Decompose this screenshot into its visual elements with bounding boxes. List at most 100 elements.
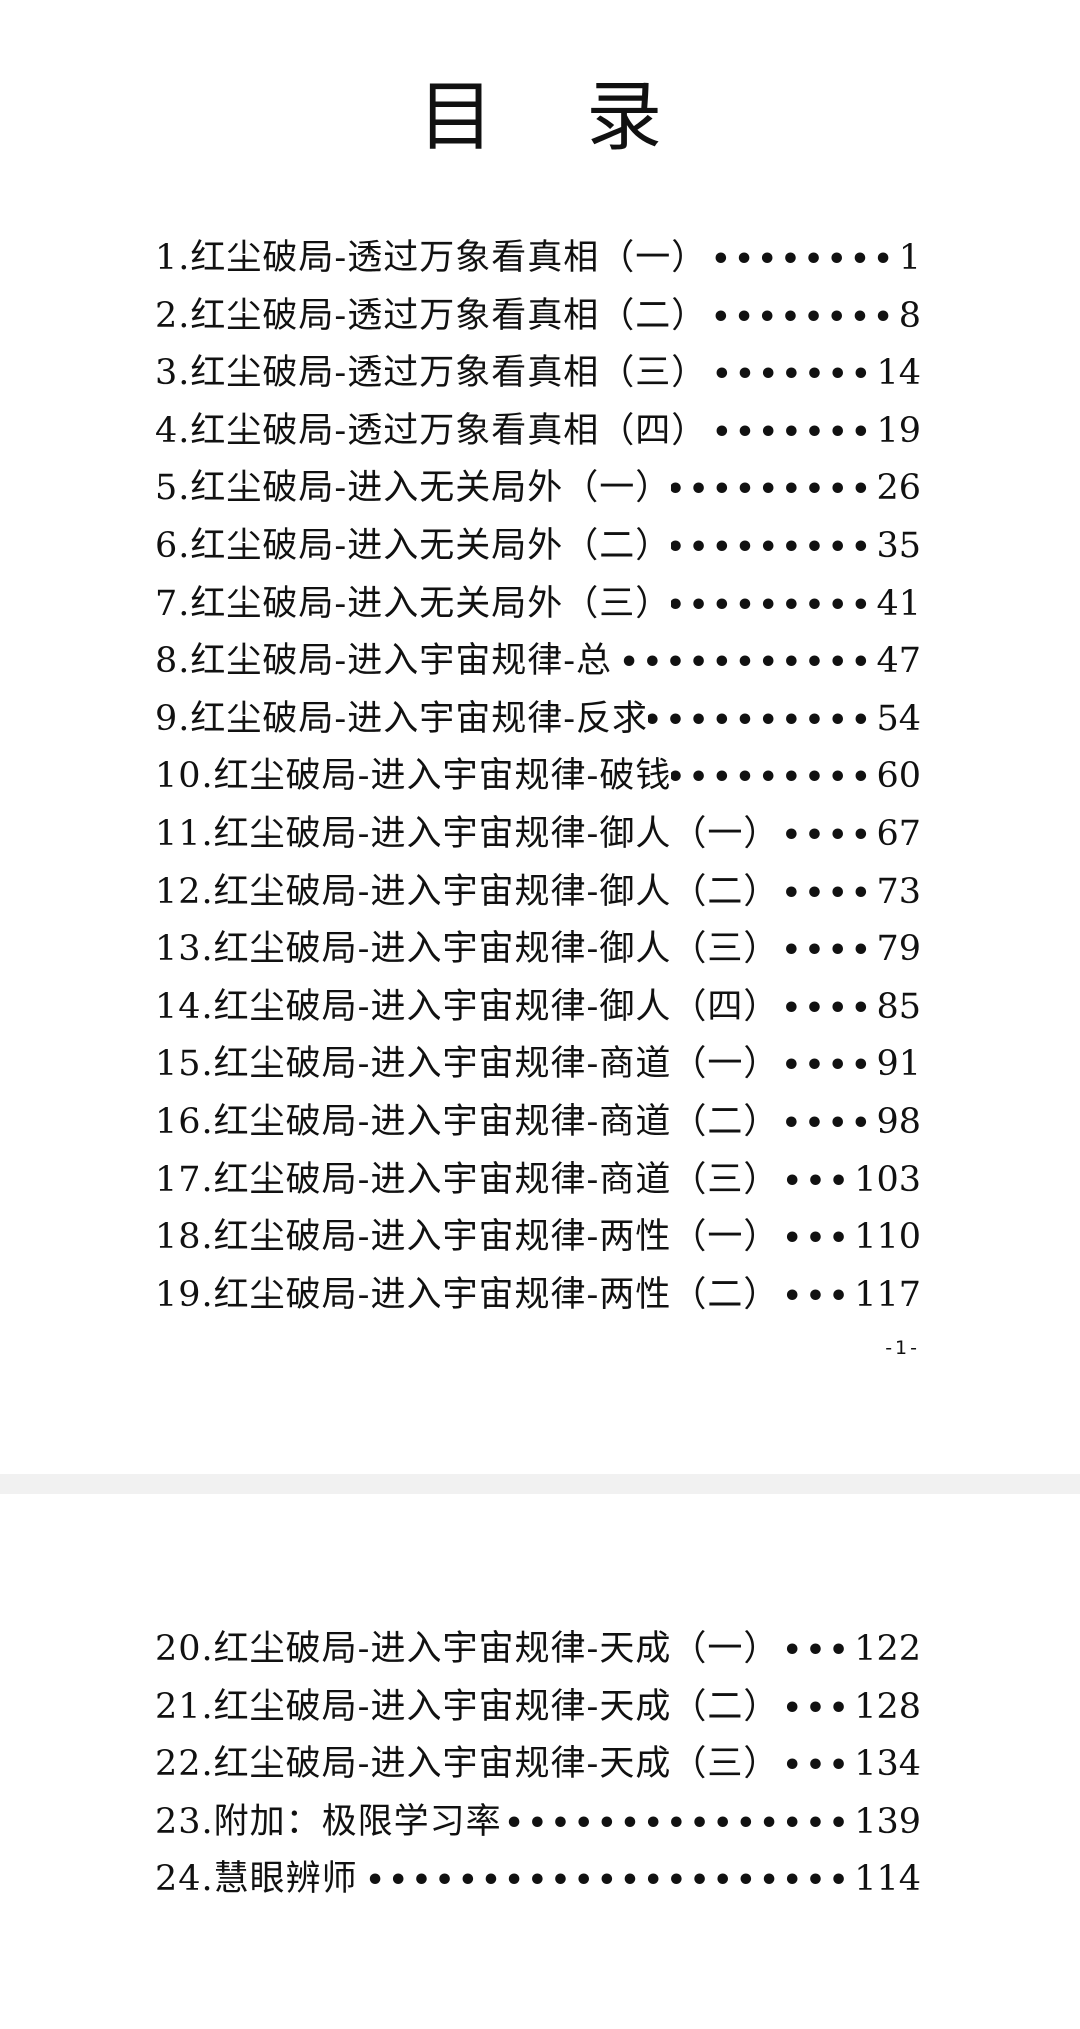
dot-leader: ••••••••••••••••••••••••••••••••••••••••… xyxy=(671,529,875,565)
dot-leader: ••••••••••••••••••••••••••••••••••••••••… xyxy=(779,1048,875,1084)
toc-entry[interactable]: 16.红尘破局-进入宇宙规律-商道（二）••••••••••••••••••••… xyxy=(155,1094,921,1152)
toc-entry[interactable]: 15.红尘破局-进入宇宙规律-商道（一）••••••••••••••••••••… xyxy=(155,1036,921,1094)
dot-leader: ••••••••••••••••••••••••••••••••••••••••… xyxy=(671,760,875,796)
toc-entry[interactable]: 19.红尘破局-进入宇宙规律-两性（二）••••••••••••••••••••… xyxy=(155,1267,921,1325)
toc-entry-page-number: 47 xyxy=(876,641,921,682)
toc-entry-title: 3.红尘破局-透过万象看真相（三） xyxy=(155,353,708,394)
toc-entry[interactable]: 22.红尘破局-进入宇宙规律-天成（三）••••••••••••••••••••… xyxy=(155,1736,921,1794)
toc-entry[interactable]: 8.红尘破局-进入宇宙规律-总•••••••••••••••••••••••••… xyxy=(155,633,921,691)
toc-entry-page-number: 98 xyxy=(876,1101,921,1142)
toc-entry-title: 10.红尘破局-进入宇宙规律-破钱 xyxy=(155,756,672,797)
dot-leader: ••••••••••••••••••••••••••••••••••••••••… xyxy=(779,1748,853,1784)
dot-leader: ••••••••••••••••••••••••••••••••••••••••… xyxy=(779,1105,875,1141)
toc-entry-page-number: 73 xyxy=(876,871,921,912)
toc-entry-page-number: 139 xyxy=(854,1801,921,1842)
toc-list: 20.红尘破局-进入宇宙规律-天成（一）••••••••••••••••••••… xyxy=(155,1621,921,1909)
toc-entry-title: 7.红尘破局-进入无关局外（三） xyxy=(155,583,672,624)
dot-leader: ••••••••••••••••••••••••••••••••••••••••… xyxy=(779,933,875,969)
toc-entry-page-number: 8 xyxy=(898,295,921,336)
toc-entry-title: 13.红尘破局-进入宇宙规律-御人（三） xyxy=(155,929,780,970)
dot-leader: ••••••••••••••••••••••••••••••••••••••••… xyxy=(779,1278,853,1314)
toc-entry[interactable]: 13.红尘破局-进入宇宙规律-御人（三）••••••••••••••••••••… xyxy=(155,921,921,979)
toc-entry[interactable]: 11.红尘破局-进入宇宙规律-御人（一）••••••••••••••••••••… xyxy=(155,806,921,864)
toc-entry[interactable]: 1.红尘破局-透过万象看真相（一）•••••••••••••••••••••••… xyxy=(155,230,921,288)
toc-entry[interactable]: 18.红尘破局-进入宇宙规律-两性（一）••••••••••••••••••••… xyxy=(155,1209,921,1267)
toc-entry[interactable]: 7.红尘破局-进入无关局外（三）••••••••••••••••••••••••… xyxy=(155,576,921,634)
toc-entry-title: 12.红尘破局-进入宇宙规律-御人（二） xyxy=(155,871,780,912)
dot-leader: ••••••••••••••••••••••••••••••••••••••••… xyxy=(707,242,897,277)
toc-entry-title: 21.红尘破局-进入宇宙规律-天成（二） xyxy=(155,1686,780,1727)
dot-leader: ••••••••••••••••••••••••••••••••••••••••… xyxy=(357,1863,853,1899)
toc-entry-title: 18.红尘破局-进入宇宙规律-两性（一） xyxy=(155,1217,780,1258)
toc-entry[interactable]: 12.红尘破局-进入宇宙规律-御人（二）••••••••••••••••••••… xyxy=(155,864,921,922)
dot-leader: ••••••••••••••••••••••••••••••••••••••••… xyxy=(779,990,875,1026)
toc-entry-title: 1.红尘破局-透过万象看真相（一） xyxy=(155,238,708,278)
toc-page-1: 目 录 1.红尘破局-透过万象看真相（一）•••••••••••••••••••… xyxy=(155,72,921,1359)
toc-entry-page-number: 54 xyxy=(876,698,921,739)
toc-entry-title: 19.红尘破局-进入宇宙规律-两性（二） xyxy=(155,1274,780,1315)
toc-entry-page-number: 35 xyxy=(876,525,921,566)
toc-entry-title: 22.红尘破局-进入宇宙规律-天成（三） xyxy=(155,1744,780,1785)
toc-entry-page-number: 26 xyxy=(876,468,921,509)
page-separator xyxy=(0,1474,1080,1494)
dot-leader: ••••••••••••••••••••••••••••••••••••••••… xyxy=(779,1690,853,1726)
toc-entry[interactable]: 14.红尘破局-进入宇宙规律-御人（四）••••••••••••••••••••… xyxy=(155,979,921,1037)
dot-leader: ••••••••••••••••••••••••••••••••••••••••… xyxy=(779,817,875,853)
toc-entry-page-number: 122 xyxy=(854,1629,921,1669)
toc-entry-title: 11.红尘破局-进入宇宙规律-御人（一） xyxy=(155,813,780,854)
dot-leader: ••••••••••••••••••••••••••••••••••••••••… xyxy=(671,587,875,623)
dot-leader: ••••••••••••••••••••••••••••••••••••••••… xyxy=(779,1163,853,1199)
toc-entry-page-number: 79 xyxy=(876,929,921,970)
toc-entry[interactable]: 24.慧眼辨师•••••••••••••••••••••••••••••••••… xyxy=(155,1851,921,1909)
toc-list: 1.红尘破局-透过万象看真相（一）•••••••••••••••••••••••… xyxy=(155,230,921,1324)
toc-entry-title: 23.附加：极限学习率 xyxy=(155,1801,502,1842)
toc-entry-title: 6.红尘破局-进入无关局外（二） xyxy=(155,525,672,566)
toc-entry[interactable]: 3.红尘破局-透过万象看真相（三）•••••••••••••••••••••••… xyxy=(155,345,921,403)
toc-entry-title: 4.红尘破局-透过万象看真相（四） xyxy=(155,410,708,451)
dot-leader: ••••••••••••••••••••••••••••••••••••••••… xyxy=(648,702,875,738)
toc-entry-title: 14.红尘破局-进入宇宙规律-御人（四） xyxy=(155,986,780,1027)
dot-leader: ••••••••••••••••••••••••••••••••••••••••… xyxy=(671,472,875,508)
toc-entry[interactable]: 9.红尘破局-进入宇宙规律-反求••••••••••••••••••••••••… xyxy=(155,691,921,749)
toc-entry[interactable]: 5.红尘破局-进入无关局外（一）••••••••••••••••••••••••… xyxy=(155,460,921,518)
dot-leader: ••••••••••••••••••••••••••••••••••••••••… xyxy=(502,1805,853,1841)
toc-entry-title: 24.慧眼辨师 xyxy=(155,1859,358,1900)
toc-page-2: 20.红尘破局-进入宇宙规律-天成（一）••••••••••••••••••••… xyxy=(0,1494,1080,2029)
toc-entry-page-number: 85 xyxy=(876,986,921,1027)
toc-entry-title: 5.红尘破局-进入无关局外（一） xyxy=(155,468,672,509)
toc-entry-page-number: 128 xyxy=(854,1686,921,1727)
dot-leader: ••••••••••••••••••••••••••••••••••••••••… xyxy=(612,645,875,681)
toc-entry-page-number: 19 xyxy=(876,410,921,451)
toc-title: 目 录 xyxy=(417,72,697,161)
dot-leader: ••••••••••••••••••••••••••••••••••••••••… xyxy=(779,1221,853,1257)
dot-leader: ••••••••••••••••••••••••••••••••••••••••… xyxy=(779,1633,853,1668)
toc-entry-page-number: 60 xyxy=(876,756,921,797)
toc-entry-title: 15.红尘破局-进入宇宙规律-商道（一） xyxy=(155,1044,780,1085)
dot-leader: ••••••••••••••••••••••••••••••••••••••••… xyxy=(707,299,897,335)
toc-entry-page-number: 91 xyxy=(876,1044,921,1085)
toc-entry[interactable]: 21.红尘破局-进入宇宙规律-天成（二）••••••••••••••••••••… xyxy=(155,1679,921,1737)
toc-entry-page-number: 110 xyxy=(854,1217,921,1258)
dot-leader: ••••••••••••••••••••••••••••••••••••••••… xyxy=(707,357,875,393)
toc-entry-page-number: 14 xyxy=(876,353,921,394)
toc-entry[interactable]: 4.红尘破局-透过万象看真相（四）•••••••••••••••••••••••… xyxy=(155,403,921,461)
page-number-footer: -1- xyxy=(885,1337,920,1359)
toc-entry-title: 16.红尘破局-进入宇宙规律-商道（二） xyxy=(155,1101,780,1142)
toc-entry[interactable]: 6.红尘破局-进入无关局外（二）••••••••••••••••••••••••… xyxy=(155,518,921,576)
toc-entry[interactable]: 23.附加：极限学习率•••••••••••••••••••••••••••••… xyxy=(155,1794,921,1852)
toc-entry-page-number: 67 xyxy=(876,813,921,854)
toc-entry-page-number: 114 xyxy=(854,1859,921,1900)
toc-entry-title: 8.红尘破局-进入宇宙规律-总 xyxy=(155,641,613,682)
toc-entry-title: 9.红尘破局-进入宇宙规律-反求 xyxy=(155,698,649,739)
toc-entry[interactable]: 10.红尘破局-进入宇宙规律-破钱•••••••••••••••••••••••… xyxy=(155,748,921,806)
toc-entry[interactable]: 17.红尘破局-进入宇宙规律-商道（三）••••••••••••••••••••… xyxy=(155,1152,921,1210)
toc-entry-page-number: 41 xyxy=(876,583,921,624)
toc-entry-title: 2.红尘破局-透过万象看真相（二） xyxy=(155,295,708,336)
toc-entry[interactable]: 20.红尘破局-进入宇宙规律-天成（一）••••••••••••••••••••… xyxy=(155,1621,921,1679)
dot-leader: ••••••••••••••••••••••••••••••••••••••••… xyxy=(779,875,875,911)
toc-entry-title: 20.红尘破局-进入宇宙规律-天成（一） xyxy=(155,1629,780,1669)
toc-entry-page-number: 134 xyxy=(854,1744,921,1785)
toc-entry-page-number: 103 xyxy=(854,1159,921,1200)
toc-entry-page-number: 1 xyxy=(898,238,921,278)
toc-entry[interactable]: 2.红尘破局-透过万象看真相（二）•••••••••••••••••••••••… xyxy=(155,288,921,346)
